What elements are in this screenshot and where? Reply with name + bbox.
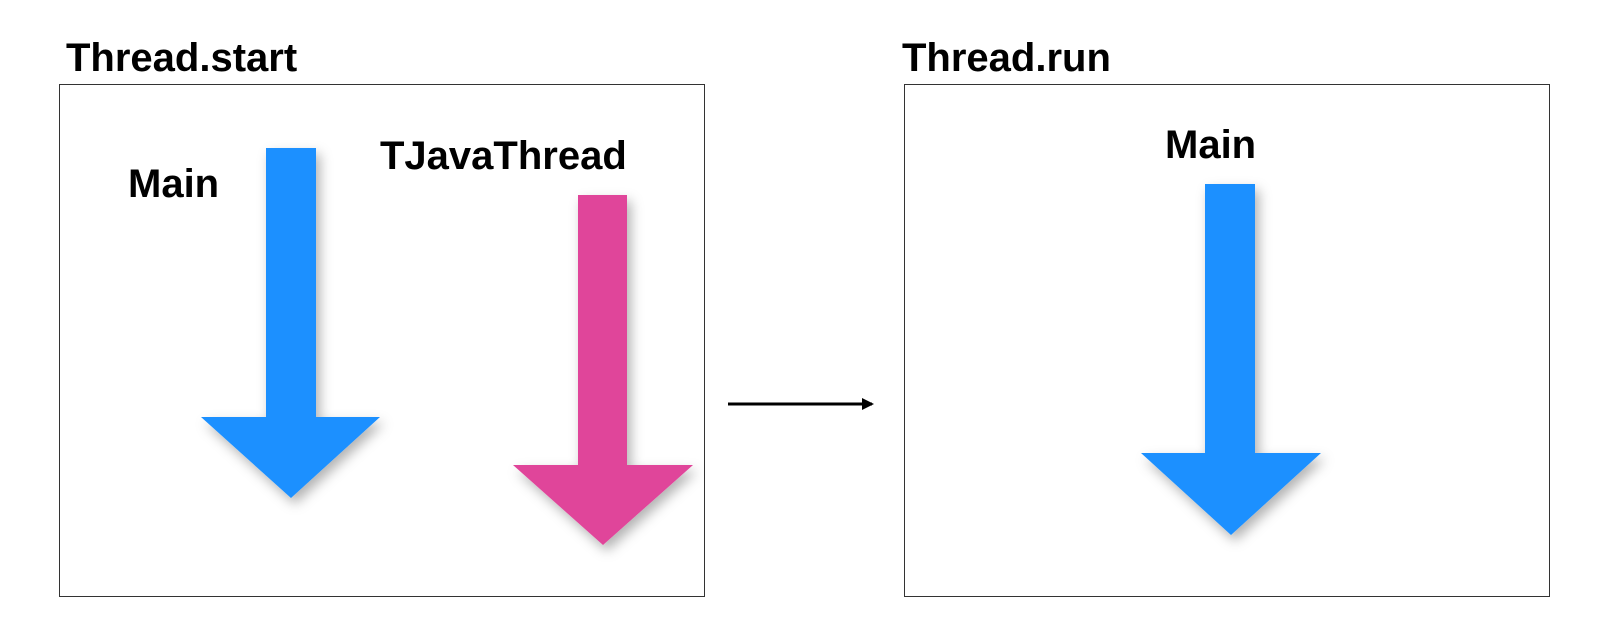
thread-run-title: Thread.run (902, 36, 1111, 80)
right-main-label: Main (1165, 123, 1257, 167)
left-main-label: Main (128, 162, 220, 206)
tjavathread-label: TJavaThread (380, 134, 627, 178)
thread-start-title: Thread.start (66, 36, 298, 80)
